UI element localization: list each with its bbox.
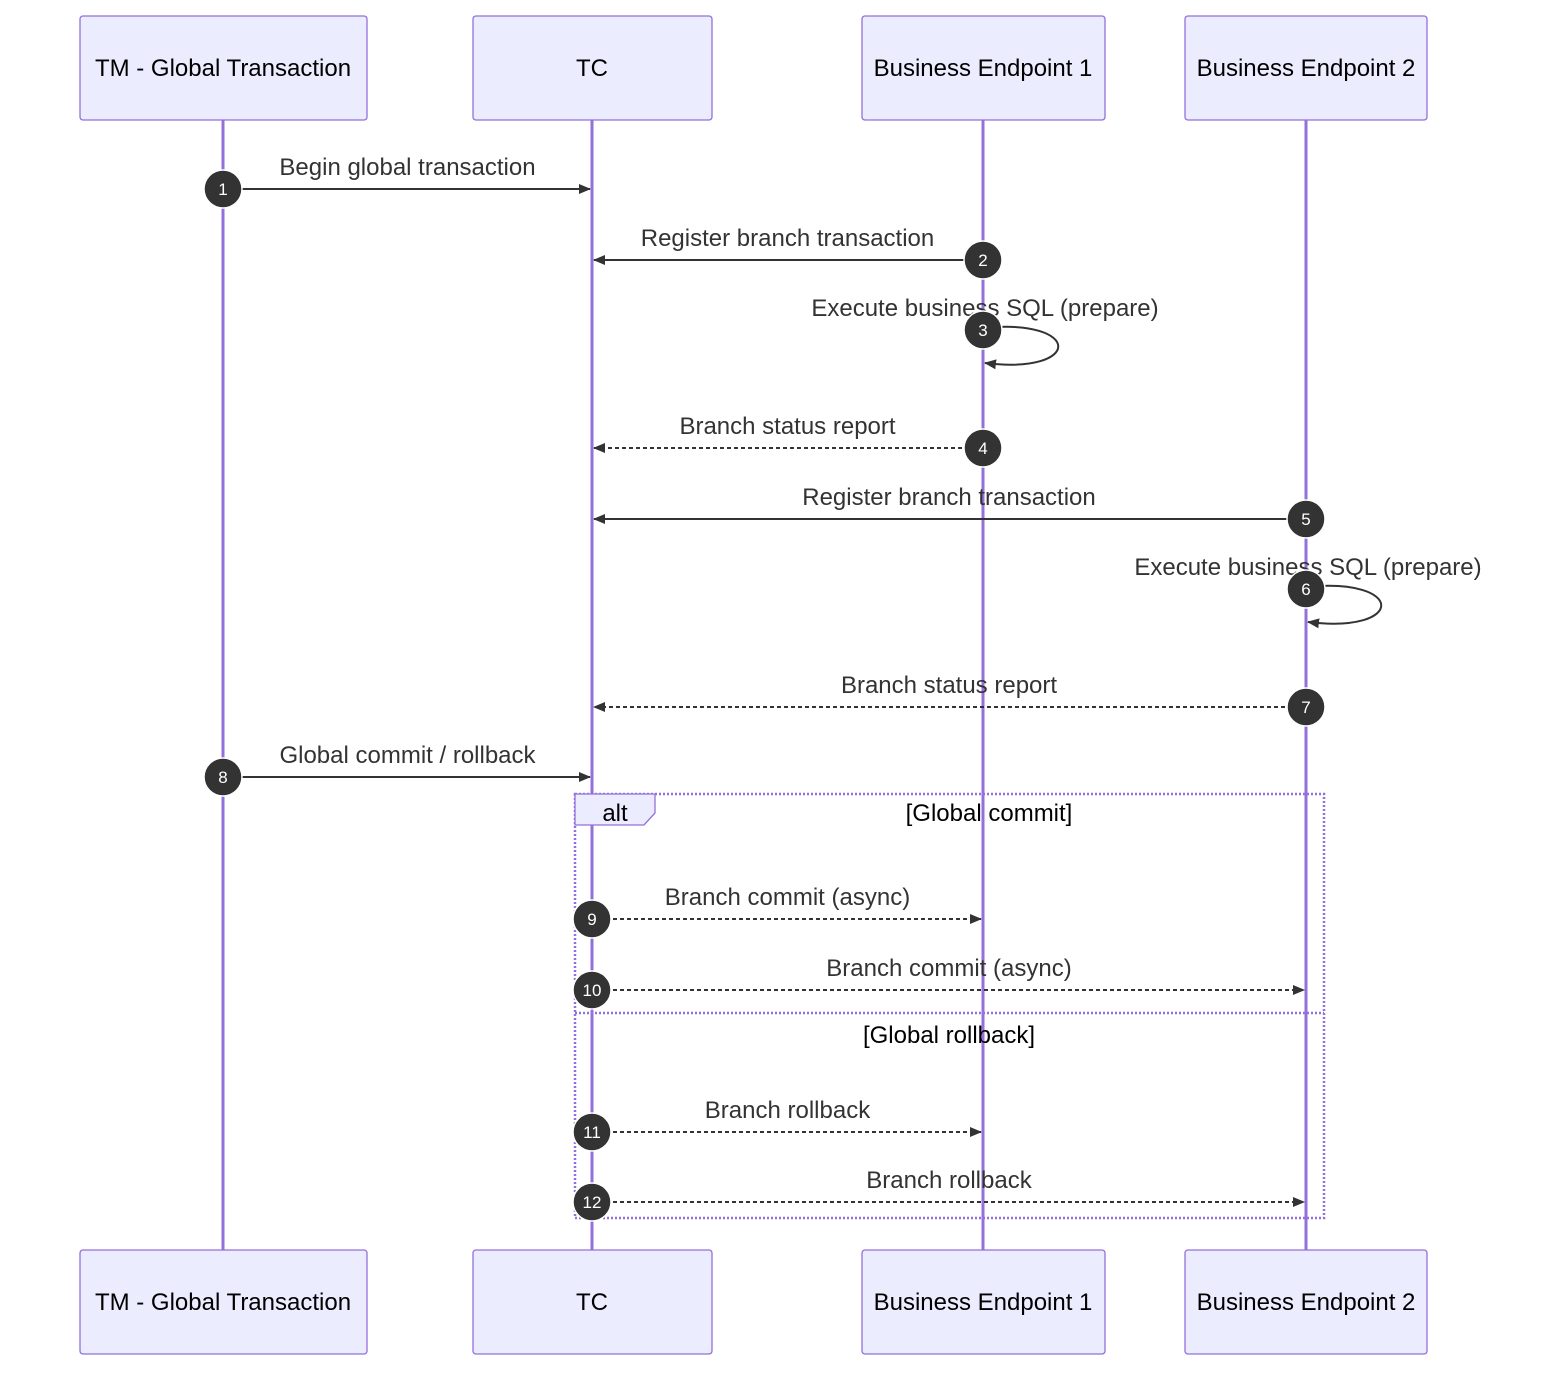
- message-4: Branch status report 4: [593, 413, 1003, 468]
- message-label: Register branch transaction: [802, 484, 1095, 511]
- actor-label: TC: [576, 1289, 608, 1316]
- sequence-number-badge: [1286, 499, 1326, 539]
- message-label: Branch status report: [679, 413, 895, 440]
- message-label: Register branch transaction: [641, 225, 934, 252]
- actor-box: [79, 1249, 368, 1355]
- lifelines: [221, 120, 1308, 1250]
- sequence-number-badge: [963, 428, 1003, 468]
- actor-label: Business Endpoint 1: [874, 1289, 1093, 1316]
- alt-tab: [574, 793, 656, 826]
- message-11: Branch rollback 11: [572, 1097, 982, 1152]
- sequence-number: 4: [978, 439, 987, 458]
- sequence-number: 3: [978, 321, 987, 340]
- sequence-number-badge: [203, 757, 243, 797]
- message-label: Branch rollback: [866, 1167, 1032, 1194]
- actor-label: Business Endpoint 1: [874, 55, 1093, 82]
- message-label: Begin global transaction: [279, 154, 535, 181]
- self-message-arrow: [982, 325, 1060, 370]
- sequence-number-badge: [1286, 569, 1326, 609]
- actor-box: [861, 15, 1106, 121]
- alt-fragment: alt [Global commit] [Global rollback]: [573, 792, 1326, 1220]
- actors-top: TM - Global Transaction TC Business Endpoi…: [79, 15, 1428, 121]
- actor-endpoint-1-top: Business Endpoint 1: [861, 15, 1106, 121]
- message-10: Branch commit (async) 10: [572, 955, 1305, 1010]
- message-5: Register branch transaction 5: [593, 484, 1326, 539]
- self-message-arrow: [1305, 584, 1383, 629]
- actor-tm-bottom: TM - Global Transaction: [79, 1249, 368, 1355]
- message-7: Branch status report 7: [593, 672, 1326, 727]
- actor-box: [79, 15, 368, 121]
- sequence-number-badge: [963, 240, 1003, 280]
- sequence-number-badge: [203, 169, 243, 209]
- sequence-number-badge: [1286, 687, 1326, 727]
- sequence-number: 11: [583, 1123, 601, 1142]
- actor-tc-top: TC: [472, 15, 713, 121]
- sequence-number: 5: [1301, 510, 1310, 529]
- actor-box: [1184, 1249, 1428, 1355]
- actor-box: [472, 15, 713, 121]
- message-9: Branch commit (async) 9: [572, 884, 982, 939]
- actor-box: [861, 1249, 1106, 1355]
- actor-box: [472, 1249, 713, 1355]
- actor-endpoint-2-top: Business Endpoint 2: [1184, 15, 1428, 121]
- actor-tc-bottom: TC: [472, 1249, 713, 1355]
- actor-endpoint-1-bottom: Business Endpoint 1: [861, 1249, 1106, 1355]
- sequence-number: 7: [1301, 698, 1310, 717]
- sequence-number-badge: [572, 970, 612, 1010]
- sequence-number-badge: [963, 310, 1003, 350]
- actor-tm-top: TM - Global Transaction: [79, 15, 368, 121]
- alt-condition-commit: [Global commit]: [906, 800, 1073, 827]
- actors-bottom: TM - Global Transaction TC Business Endpoi…: [79, 1249, 1428, 1355]
- actor-label: TM - Global Transaction: [95, 55, 351, 82]
- message-2: Register branch transaction 2: [593, 225, 1003, 280]
- sequence-number: 1: [218, 180, 227, 199]
- actor-label: Business Endpoint 2: [1197, 1289, 1416, 1316]
- message-6: Execute business SQL (prepare)6: [1134, 554, 1482, 629]
- message-12: Branch rollback 12: [572, 1167, 1305, 1222]
- sequence-number-badge: [572, 899, 612, 939]
- alt-label: alt: [602, 800, 628, 827]
- sequence-number-badge: [572, 1112, 612, 1152]
- sequence-number: 9: [587, 910, 596, 929]
- message-1: Begin global transaction 1: [203, 154, 591, 209]
- message-label: Branch commit (async): [826, 955, 1071, 982]
- message-label: Global commit / rollback: [279, 742, 536, 769]
- sequence-number: 8: [218, 768, 227, 787]
- actor-label: TM - Global Transaction: [95, 1289, 351, 1316]
- sequence-number: 2: [978, 251, 987, 270]
- message-3: Execute business SQL (prepare)3: [811, 295, 1159, 370]
- actor-label: TC: [576, 55, 608, 82]
- actor-box: [1184, 15, 1428, 121]
- message-8: Global commit / rollback 8: [203, 742, 591, 797]
- sequence-number: 6: [1301, 580, 1310, 599]
- sequence-number: 10: [583, 981, 602, 1000]
- alt-condition-rollback: [Global rollback]: [863, 1022, 1035, 1049]
- message-label: Branch rollback: [705, 1097, 871, 1124]
- alt-frame: [573, 792, 1326, 1220]
- actor-label: Business Endpoint 2: [1197, 55, 1416, 82]
- sequence-number: 12: [583, 1193, 602, 1212]
- message-label: Branch status report: [841, 672, 1057, 699]
- actor-endpoint-2-bottom: Business Endpoint 2: [1184, 1249, 1428, 1355]
- message-label: Branch commit (async): [665, 884, 910, 911]
- sequence-number-badge: [572, 1182, 612, 1222]
